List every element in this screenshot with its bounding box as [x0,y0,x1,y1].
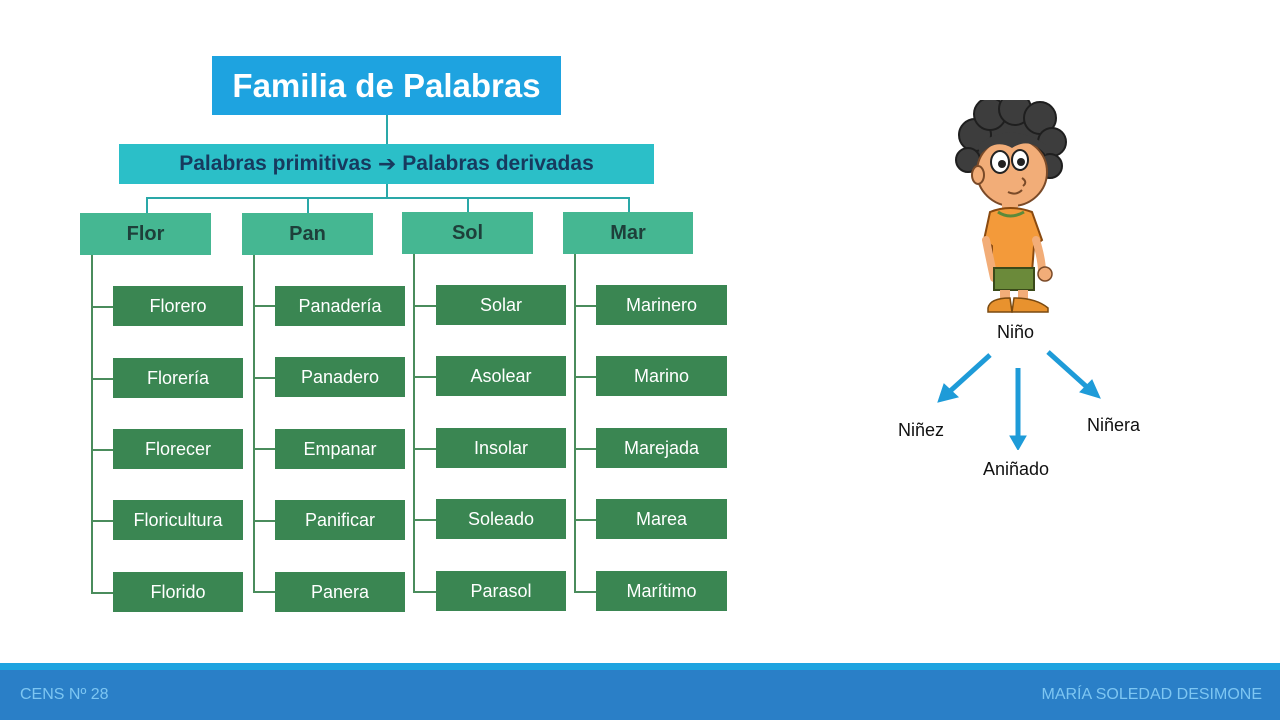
boy-illustration [955,100,1067,313]
footer-accent [0,663,1280,670]
derived-word-box: Marea [596,499,727,539]
derived-word: Panificar [304,509,376,530]
derived-word-box: Panificar [275,500,405,540]
branch [91,592,113,594]
derived-word: Parasol [470,580,532,601]
branch [574,519,596,521]
derived-word: Florecer [144,438,211,459]
branch [91,520,113,522]
derived-word-box: Panadero [275,357,405,397]
derived-word: Panadería [298,295,382,316]
branch [413,305,436,307]
derived-word-box: Insolar [436,428,566,468]
diagram-title-text: Familia de Palabras [232,66,541,104]
derived-word: Marinero [625,294,698,315]
branch [574,591,596,593]
derived-word: Solar [479,294,523,315]
derived-word-box: Marino [596,356,727,396]
example-right-word: Niñera [1087,415,1141,435]
derived-word: Panera [310,581,370,602]
derived-word-box: Soleado [436,499,566,539]
derived-word-box: Marítimo [596,571,727,611]
derivation-arrows [937,350,1101,450]
branch [91,378,113,380]
derived-word: Florero [149,295,207,316]
column-line-sol [413,254,415,592]
example-center-word: Aniñado [983,459,1050,479]
derived-word-box: Florero [113,286,243,326]
subtitle-box: Palabras primitivas ➔ Palabras derivadas [119,144,654,184]
connector-subtitle-stem [386,184,388,198]
branch [574,305,596,307]
derived-word-box: Parasol [436,571,566,611]
derived-word: Soleado [467,508,535,529]
category-label: Flor [126,222,165,245]
arrowhead-left-icon [937,383,960,403]
derived-word-box: Florecer [113,429,243,469]
category-pan: Pan [242,213,373,255]
right-arrow-icon: ➔ [377,151,397,176]
arrow-left-icon [946,353,992,395]
derived-word: Florería [146,367,209,388]
example-left-word: Niñez [898,420,945,440]
arrowhead-center-icon [1009,435,1027,450]
category-sol: Sol [402,212,533,254]
footer-left-text: CENS Nº 28 [20,686,109,703]
derived-word-box: Panadería [275,286,405,326]
example-root-word: Niño [997,322,1035,342]
connector-drop-flor [146,197,148,213]
category-flor: Flor [80,213,211,255]
branch [574,376,596,378]
derived-word: Florido [150,581,206,602]
branch [253,305,275,307]
derived-word-box: Marinero [596,285,727,325]
subtitle-left: Palabras primitivas [179,152,372,175]
column-line-flor [91,255,93,593]
footer-bar [0,670,1280,720]
branch [574,448,596,450]
derived-word: Floricultura [133,509,223,530]
column-line-mar [574,254,576,592]
category-label: Pan [289,222,326,245]
derived-word-box: Solar [436,285,566,325]
category-mar: Mar [563,212,693,254]
branch [91,306,113,308]
branch [253,448,275,450]
branch [413,591,436,593]
subtitle-right: Palabras derivadas [402,152,594,175]
derived-word-box: Panera [275,572,405,612]
derived-word: Marítimo [626,580,697,601]
derived-word-box: Empanar [275,429,405,469]
derived-word: Empanar [303,438,377,459]
derived-word: Insolar [473,437,529,458]
derived-word-box: Floricultura [113,500,243,540]
branch [413,376,436,378]
derived-word: Marejada [623,437,700,458]
column-line-pan [253,255,255,592]
footer-right-text: MARÍA SOLEDAD DESIMONE [1041,686,1263,703]
derived-word-box: Florería [113,358,243,398]
derived-word-box: Marejada [596,428,727,468]
derived-word: Marea [635,508,688,529]
branch [253,520,275,522]
connector-drop-pan [307,197,309,213]
derived-word-box: Florido [113,572,243,612]
branch [413,519,436,521]
derived-word-box: Asolear [436,356,566,396]
branch [91,449,113,451]
category-label: Mar [610,221,646,244]
branch [253,591,275,593]
connector-title [386,115,388,144]
category-label: Sol [451,221,484,244]
derived-word: Marino [633,365,690,386]
diagram-title: Familia de Palabras [212,56,561,115]
connector-drop-mar [628,197,630,213]
connector-subtitle-bar [146,197,629,199]
branch [253,377,275,379]
connector-drop-sol [467,197,469,213]
derived-word: Panadero [300,366,380,387]
arrowhead-right-icon [1079,379,1101,399]
branch [413,448,436,450]
derived-word: Asolear [470,365,532,386]
